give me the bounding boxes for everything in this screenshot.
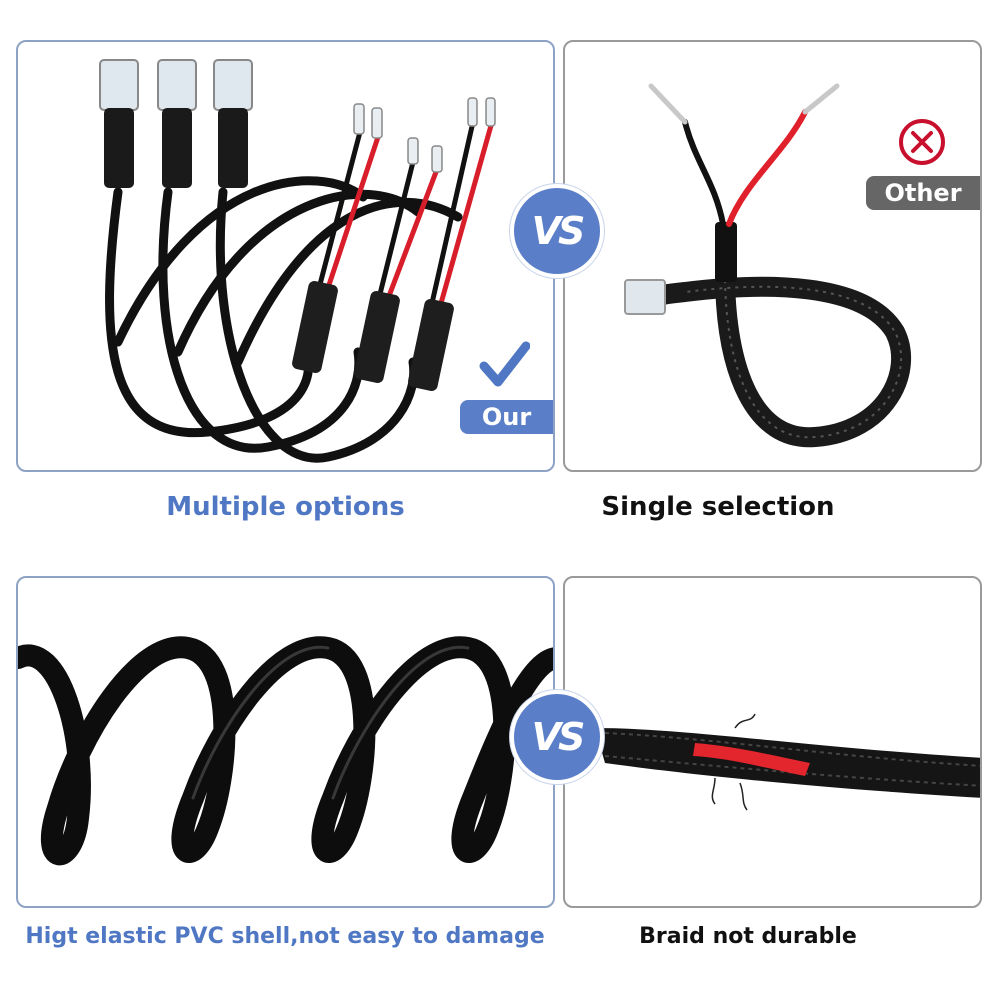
other-product-panel (563, 40, 982, 472)
other-material-caption: Braid not durable (639, 924, 857, 949)
braided-cable-illustration (624, 83, 912, 448)
frayed-braid-illustration (595, 713, 980, 811)
our-options-caption: Multiple options (166, 492, 405, 522)
other-tag: Other (866, 176, 980, 210)
vs-badge: VS (510, 690, 604, 784)
x-circle-icon (899, 119, 945, 165)
check-icon (479, 341, 530, 387)
our-product-panel (16, 40, 555, 472)
three-cables-illustration (99, 59, 496, 463)
vs-badge: VS (510, 184, 604, 278)
coiled-cable-illustration (18, 636, 553, 866)
frayed-braid-panel (563, 576, 982, 908)
pvc-coil-panel (16, 576, 555, 908)
rj11-connectors (99, 59, 253, 188)
our-tag: Our (460, 400, 553, 434)
other-options-caption: Single selection (601, 492, 835, 522)
our-material-caption: Higt elastic PVC shell,not easy to damag… (25, 924, 545, 949)
